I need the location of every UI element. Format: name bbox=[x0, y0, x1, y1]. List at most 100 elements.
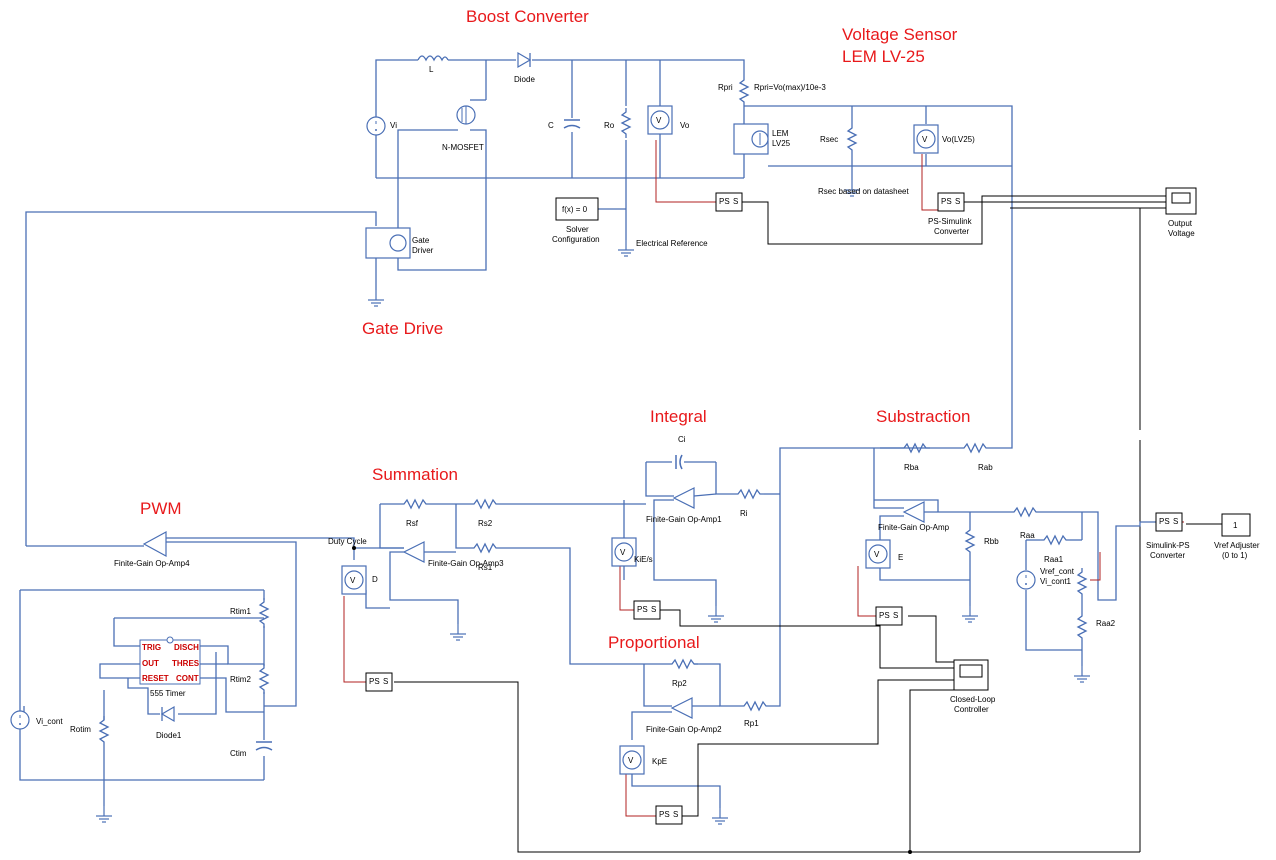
label-ps-simulink: PS-Simulink bbox=[928, 217, 973, 226]
resistor-rotim[interactable] bbox=[99, 715, 109, 747]
label-duty-cycle: Duty Cycle bbox=[328, 537, 367, 546]
nmosfet[interactable] bbox=[456, 105, 476, 125]
capacitor-ci[interactable] bbox=[675, 454, 683, 470]
resistor-rp2[interactable] bbox=[667, 659, 699, 669]
svg-text:V: V bbox=[874, 550, 880, 559]
resistor-ri[interactable] bbox=[733, 489, 765, 499]
label-driver: Driver bbox=[412, 246, 434, 255]
potentiometer[interactable] bbox=[1077, 552, 1101, 599]
svg-text:S: S bbox=[1173, 517, 1178, 526]
diode[interactable] bbox=[517, 51, 532, 69]
label-diode: Diode bbox=[514, 75, 535, 84]
output-voltage-scope[interactable] bbox=[1165, 187, 1197, 215]
label-rotim: Rotim bbox=[70, 725, 91, 734]
svg-text:S: S bbox=[651, 605, 656, 614]
resistor-rpri[interactable] bbox=[739, 75, 749, 107]
voltage-sensor-vo-lv25[interactable]: V bbox=[913, 124, 939, 154]
closed-loop-controller-scope[interactable] bbox=[953, 659, 989, 691]
label-vo: Vo bbox=[680, 121, 690, 130]
label-voltage: Voltage bbox=[1168, 229, 1195, 238]
resistor-rs2[interactable] bbox=[469, 499, 501, 509]
op-amp-substraction[interactable] bbox=[902, 501, 925, 523]
label-solver-configuration: Configuration bbox=[552, 235, 600, 244]
diode1[interactable] bbox=[160, 705, 175, 723]
svg-text:S: S bbox=[673, 810, 678, 819]
label-controller: Controller bbox=[954, 705, 989, 714]
label-d: D bbox=[372, 575, 378, 584]
label-vref-cont: Vref_cont bbox=[1040, 567, 1075, 576]
label-vref-adjuster: Vref Adjuster bbox=[1214, 541, 1260, 550]
resistor-rtim2[interactable] bbox=[259, 663, 269, 695]
vref-adjuster-constant[interactable]: 1 bbox=[1221, 513, 1251, 537]
timer-555-block[interactable] bbox=[139, 636, 201, 685]
svg-text:S: S bbox=[733, 197, 738, 206]
voltage-sensor-d[interactable]: V bbox=[341, 565, 367, 595]
label-vo-lv25: Vo(LV25) bbox=[942, 135, 975, 144]
svg-text:PS: PS bbox=[1159, 517, 1170, 526]
ground-icon bbox=[707, 605, 725, 623]
label-rtim2: Rtim2 bbox=[230, 675, 251, 684]
resistor-rsf[interactable] bbox=[399, 499, 431, 509]
resistor-raa2[interactable] bbox=[1077, 611, 1087, 643]
svg-text:V: V bbox=[350, 576, 356, 585]
resistor-rsec[interactable] bbox=[847, 123, 857, 155]
electrical-reference-ground[interactable] bbox=[617, 239, 635, 257]
voltage-sensor-e[interactable]: V bbox=[865, 539, 891, 569]
svg-text:V: V bbox=[628, 756, 634, 765]
vi-source[interactable] bbox=[366, 116, 386, 136]
voltage-sensor-vo[interactable]: V bbox=[647, 105, 673, 135]
resistor-rtim1[interactable] bbox=[259, 597, 269, 629]
label-ri: Ri bbox=[740, 509, 748, 518]
label-l: L bbox=[429, 65, 434, 74]
op-amp-proportional[interactable] bbox=[670, 697, 693, 719]
svg-text:V: V bbox=[656, 116, 662, 125]
label-rsec-note: Rsec based on datasheet bbox=[818, 187, 910, 196]
resistor-rs1[interactable] bbox=[469, 543, 501, 553]
label-rba: Rba bbox=[904, 463, 919, 472]
title-boost-converter: Boost Converter bbox=[466, 7, 589, 26]
lem-lv25-block[interactable] bbox=[733, 123, 769, 155]
resistor-rp1[interactable] bbox=[739, 701, 771, 711]
resistor-raa[interactable] bbox=[1009, 507, 1041, 517]
svg-text:1: 1 bbox=[1233, 521, 1238, 530]
capacitor-ctim[interactable] bbox=[255, 741, 273, 751]
capacitor-c[interactable] bbox=[563, 119, 581, 129]
label-raa: Raa bbox=[1020, 531, 1035, 540]
svg-text:f(x) = 0: f(x) = 0 bbox=[562, 205, 588, 214]
resistor-rab[interactable] bbox=[959, 443, 991, 453]
label-fg-opamp4: Finite-Gain Op-Amp4 bbox=[114, 559, 190, 568]
resistor-rbb[interactable] bbox=[965, 525, 975, 557]
label-solver: Solver bbox=[566, 225, 589, 234]
svg-text:S: S bbox=[955, 197, 960, 206]
label-rab: Rab bbox=[978, 463, 993, 472]
ground-icon bbox=[1073, 665, 1091, 683]
svg-text:PS: PS bbox=[659, 810, 670, 819]
resistor-raa1[interactable] bbox=[1039, 535, 1071, 545]
ground-icon bbox=[367, 289, 385, 307]
label-rsec: Rsec bbox=[820, 135, 838, 144]
vi-cont-source[interactable] bbox=[10, 710, 30, 730]
voltage-sensor-kies[interactable]: V bbox=[611, 537, 637, 567]
title-pwm: PWM bbox=[140, 499, 182, 518]
op-amp-integral[interactable] bbox=[672, 487, 695, 509]
inductor-l[interactable] bbox=[417, 55, 449, 62]
voltage-sensor-kpe[interactable]: V bbox=[619, 745, 645, 775]
resistor-ro[interactable] bbox=[621, 107, 631, 139]
label-lv25: LV25 bbox=[772, 139, 791, 148]
solver-configuration-block[interactable]: f(x) = 0 bbox=[555, 197, 599, 221]
op-amp-summation[interactable] bbox=[402, 541, 425, 563]
label-raa2: Raa2 bbox=[1096, 619, 1116, 628]
gate-driver-block[interactable] bbox=[365, 227, 411, 259]
label-rs1: Rs1 bbox=[478, 563, 493, 572]
op-amp-pwm[interactable] bbox=[142, 530, 167, 558]
vref-cont-source[interactable] bbox=[1016, 570, 1036, 590]
title-gate-drive: Gate Drive bbox=[362, 319, 443, 338]
